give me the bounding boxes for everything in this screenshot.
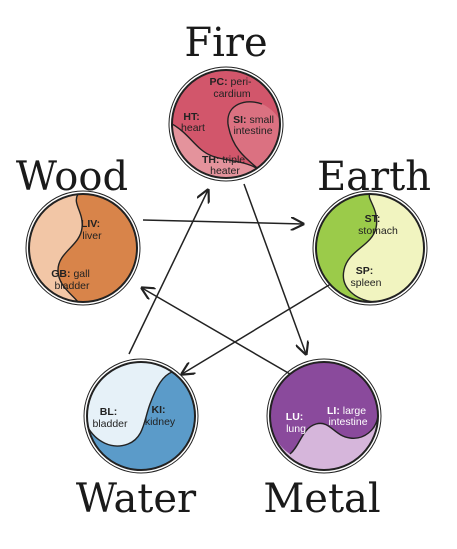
wood-liv-label: LIV: liver xyxy=(81,218,103,242)
fire-ht-label: HT: heart xyxy=(181,111,205,134)
element-water: Water BL: bladder KI: kidney xyxy=(76,358,199,522)
earth-circle-outline xyxy=(315,193,425,303)
fire-th-label: TH: triple heater xyxy=(202,154,248,177)
arrow-metal-to-wood xyxy=(142,288,291,375)
water-circle-outline xyxy=(86,361,196,471)
earth-curve xyxy=(342,194,378,302)
water-curve xyxy=(87,371,173,447)
arrow-water-to-fire xyxy=(128,190,208,355)
fire-si-label: SI: small intestine xyxy=(233,114,277,137)
earth-st-label: ST: stomach xyxy=(358,213,398,237)
element-wood: Wood LIV: liver GB: gall bladder xyxy=(16,154,141,306)
wood-circle-ring xyxy=(25,190,141,306)
element-metal: Metal LU: lung LI: large intestine xyxy=(263,358,382,522)
water-ki-label: KI: kidney xyxy=(145,404,176,428)
element-earth: Earth ST: stomach SP: spleen xyxy=(312,154,431,306)
water-bl-label: BL: bladder xyxy=(92,406,128,430)
metal-lu-label: LU: lung xyxy=(286,411,306,435)
fire-pc-label: PC: peri- cardium xyxy=(210,76,255,100)
earth-light-lobe xyxy=(343,194,424,302)
arrow-fire-to-metal xyxy=(243,183,306,354)
water-title: Water xyxy=(76,476,197,522)
water-blue-lobe xyxy=(87,372,195,470)
metal-circle-ring xyxy=(266,358,382,474)
fire-title: Fire xyxy=(184,20,267,66)
fire-lower-lobe xyxy=(172,124,280,178)
water-circle-ring xyxy=(83,358,199,474)
wood-circle-outline xyxy=(28,193,138,303)
fire-circle-ring xyxy=(168,66,284,182)
arrow-wood-to-earth xyxy=(142,220,303,224)
wood-title: Wood xyxy=(16,154,128,200)
metal-title: Metal xyxy=(263,476,380,522)
metal-circle-outline xyxy=(269,361,379,471)
element-fire: Fire PC: peri- cardium HT: heart SI: sma… xyxy=(168,20,284,182)
earth-circle-ring xyxy=(312,190,428,306)
metal-li-label: LI: large intestine xyxy=(327,405,369,428)
earth-sp-label: SP: spleen xyxy=(351,265,382,289)
wood-curve xyxy=(57,194,83,302)
fire-circle-outline xyxy=(171,69,281,179)
metal-curve xyxy=(289,415,378,455)
metal-dark-lobe xyxy=(270,362,378,454)
fire-curve-2 xyxy=(227,101,263,173)
earth-title: Earth xyxy=(317,154,431,200)
wood-light-lobe xyxy=(29,194,83,302)
arrow-earth-to-water xyxy=(182,281,335,374)
wood-gb-label: GB: gall bladder xyxy=(51,268,92,292)
fire-curve-1 xyxy=(172,123,263,173)
cycle-arrows xyxy=(128,183,335,375)
